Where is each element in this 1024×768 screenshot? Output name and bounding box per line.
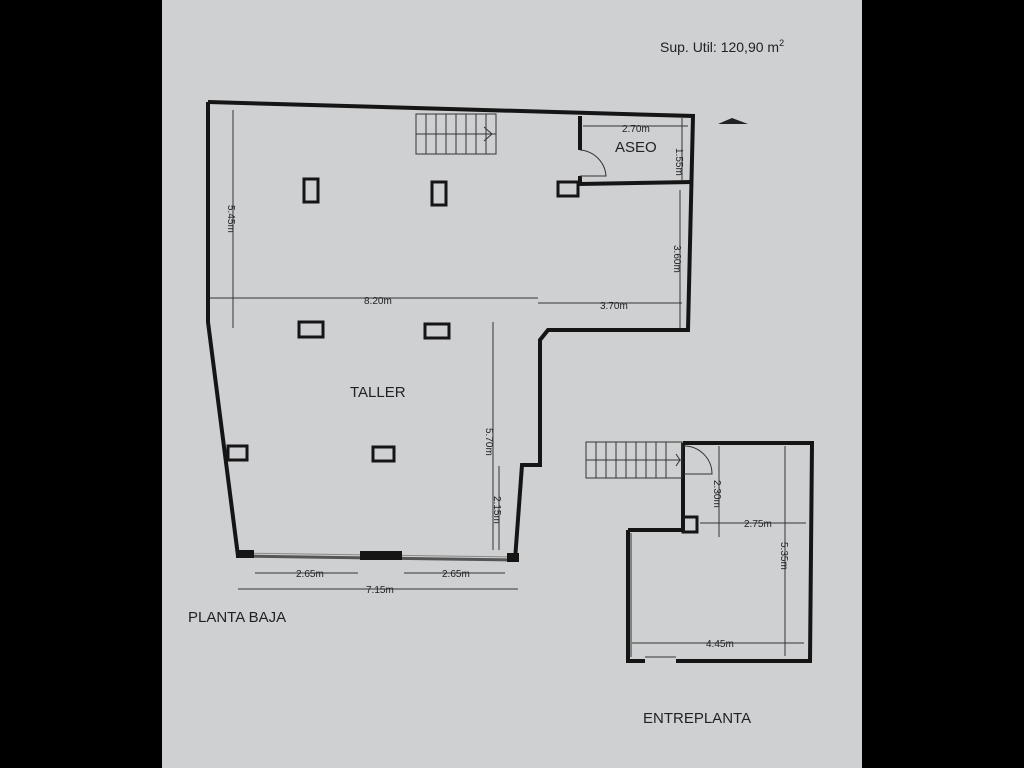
dim-aseo-height: 1.55m — [673, 148, 684, 176]
room-label-taller: TALLER — [350, 384, 406, 401]
dim-height-535: 5.35m — [778, 542, 789, 570]
dim-width-820: 8.20m — [364, 296, 392, 307]
entreplanta-title: ENTREPLANTA — [643, 710, 751, 727]
stairs-icon — [585, 441, 683, 479]
planta-baja-plan: 2.70m 1.55m 5.45m 8.20m 3.70m 3.60m 5.70… — [188, 100, 696, 626]
dim-width-370: 3.70m — [600, 301, 628, 312]
entreplanta-plan: 2.30m 2.75m 5.35m 4.45m ENTREPLANTA — [585, 441, 815, 727]
floor-plan-paper — [162, 0, 862, 768]
north-arrow-icon — [718, 118, 748, 124]
dim-total-bottom: 7.15m — [366, 585, 394, 596]
dim-height-230: 2.30m — [711, 480, 722, 508]
dim-right-height: 3.60m — [671, 245, 682, 273]
surface-area-label: Sup. Util: 120,90 m2 — [660, 38, 784, 55]
dim-left-height: 5.45m — [225, 205, 236, 233]
dim-inner-height: 5.70m — [483, 428, 494, 456]
dim-aseo-width: 2.70m — [622, 124, 650, 135]
dim-door-right: 2.65m — [442, 569, 470, 580]
room-label-aseo: ASEO — [615, 139, 657, 156]
dim-door-left: 2.65m — [296, 569, 324, 580]
dim-width-445: 4.45m — [706, 639, 734, 650]
stairs-icon — [415, 113, 497, 155]
planta-baja-title: PLANTA BAJA — [188, 609, 286, 626]
dim-width-275: 2.75m — [744, 519, 772, 530]
dim-lower-height: 2.15m — [491, 496, 502, 524]
